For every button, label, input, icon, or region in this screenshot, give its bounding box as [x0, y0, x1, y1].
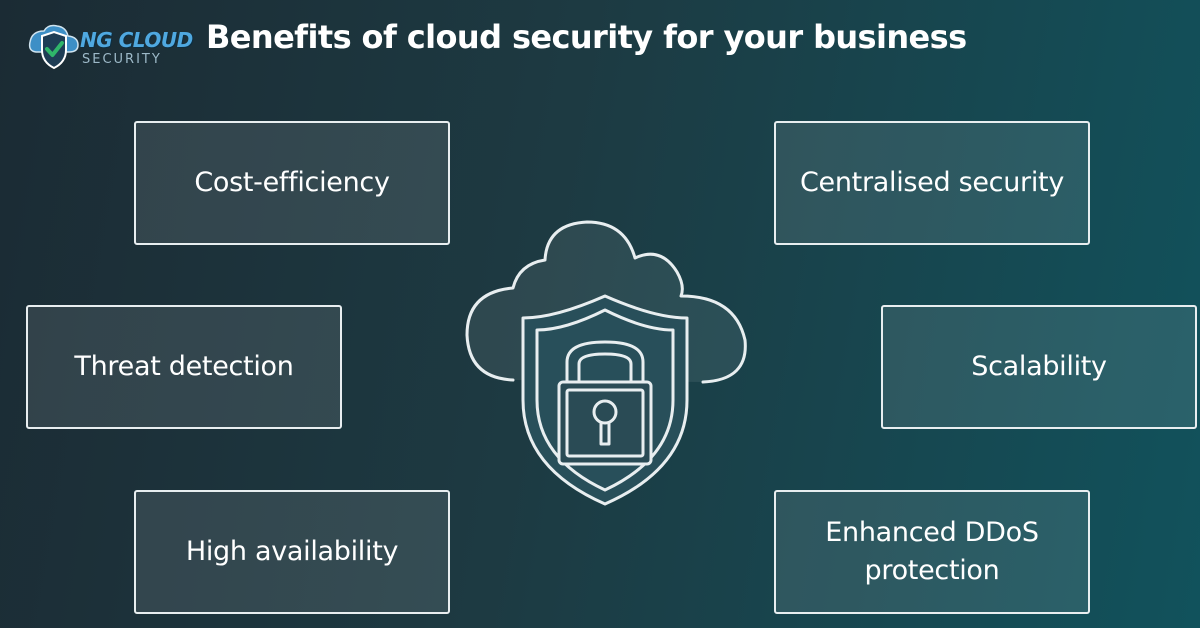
benefit-card-cost-efficiency: Cost-efficiency: [134, 121, 450, 245]
brand-logo: NG CLOUD SECURITY: [24, 22, 193, 72]
benefit-card-enhanced-ddos-protection: Enhanced DDoS protection: [774, 490, 1090, 614]
cloud-security-illustration: [465, 220, 747, 506]
shield-check-logo-icon: [28, 24, 79, 70]
benefit-card-high-availability: High availability: [134, 490, 450, 614]
keyhole-icon: [592, 399, 618, 446]
benefit-card-scalability: Scalability: [881, 305, 1197, 429]
benefit-card-centralised-security: Centralised security: [774, 121, 1090, 245]
logo-subtitle: SECURITY: [82, 52, 162, 67]
benefit-card-threat-detection: Threat detection: [26, 305, 342, 429]
logo-name: NG CLOUD: [80, 28, 193, 52]
page-title: Benefits of cloud security for your busi…: [206, 18, 967, 56]
